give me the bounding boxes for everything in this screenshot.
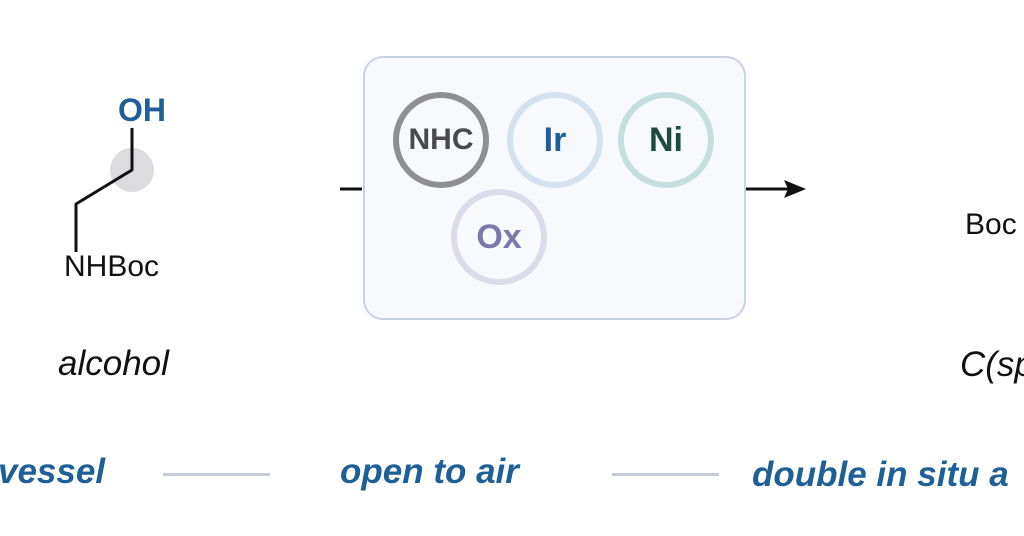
feature-open-to-air: open to air xyxy=(340,452,519,491)
amine-boc-label: NHBoc xyxy=(64,250,160,283)
footer-divider xyxy=(612,473,719,476)
alcohol-skeleton xyxy=(74,128,134,252)
arrow-head xyxy=(784,180,806,198)
iridium-photocatalyst: Ir xyxy=(507,92,603,188)
reactant-caption: alcohol xyxy=(58,344,169,383)
product-boc-label: Boc xyxy=(965,208,1017,241)
oxidant: Ox xyxy=(451,189,547,285)
hydroxyl-label: OH xyxy=(118,92,166,128)
ir-label: Ir xyxy=(543,120,567,159)
feature-vessel: vessel xyxy=(0,452,106,491)
footer-divider xyxy=(163,473,270,476)
ni-label: Ni xyxy=(649,120,683,159)
nickel-catalyst: Ni xyxy=(618,92,714,188)
nhc-label: NHC xyxy=(408,123,474,156)
feature-double-in-situ: double in situ a xyxy=(752,455,1009,494)
nhc-catalyst: NHC xyxy=(393,92,489,188)
product-caption: C(sp xyxy=(960,345,1024,384)
ox-label: Ox xyxy=(476,217,522,256)
